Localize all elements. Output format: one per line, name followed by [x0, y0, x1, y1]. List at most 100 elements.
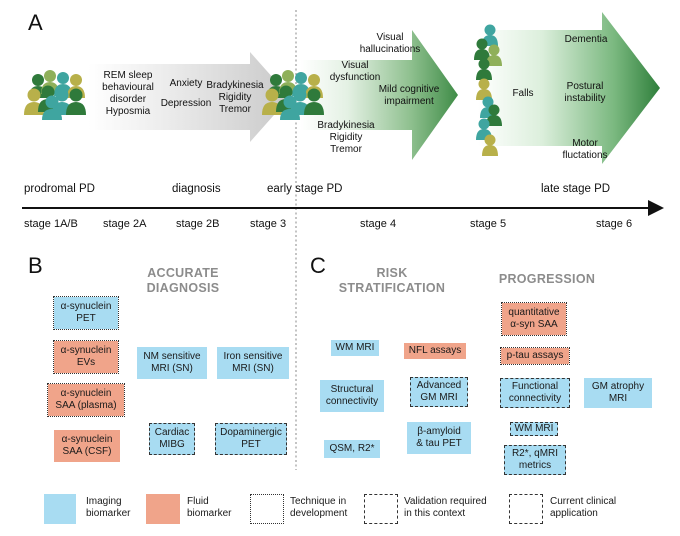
box-label: Dopaminergic [220, 427, 282, 438]
diagnosis-symptoms-mood: Anxiety Depression [158, 78, 214, 110]
legend-imaging-swatch [44, 494, 76, 524]
legend-label: biomarker [86, 508, 131, 519]
symptom-label: fluctations [562, 150, 608, 161]
legend-val: Validation required in this context [404, 496, 514, 520]
legend-label: biomarker [187, 508, 232, 519]
box-label: Cardiac [154, 427, 190, 438]
legend-imaging: Imaging biomarker [86, 496, 146, 520]
legend-label: in this context [404, 508, 466, 519]
box-label: PET [241, 439, 261, 450]
legend-val-swatch [364, 494, 398, 524]
phase-diagnosis: diagnosis [172, 183, 221, 195]
prodromal-symptoms: REM sleep behavioural disorder Hyposmia [97, 70, 159, 118]
legend-label: Current clinical [550, 496, 617, 507]
patient-group-icon [24, 70, 86, 120]
early-symptom-hallucinations: Visual hallucinations [350, 32, 430, 56]
box-label: β-amyloid [417, 426, 461, 437]
section-progression: PROGRESSION [498, 272, 596, 286]
box-label: Functional [511, 381, 559, 392]
symptom-label: behavioural [102, 82, 154, 93]
symptom-label: disorder [109, 94, 147, 105]
box-label: α-synuclein [61, 434, 113, 445]
legend-dev: Technique in development [290, 496, 360, 520]
section-accurate-diagnosis: ACCURATE DIAGNOSIS [128, 266, 238, 296]
late-symptom-dementia: Dementia [564, 34, 608, 45]
legend-clin-swatch [509, 494, 543, 524]
box-label: quantitative [508, 307, 560, 318]
box-label: EVs [76, 357, 96, 368]
panel-label-b: B [28, 253, 43, 278]
late-symptom-postural: Postural instability [552, 81, 618, 105]
panel-label-a: A [28, 10, 43, 35]
symptom-label: dysfunction [329, 72, 381, 83]
symptom-label: Visual [341, 60, 369, 71]
section-risk-stratification: RISK STRATIFICATION [337, 266, 447, 296]
legend-clin: Current clinical application [550, 496, 650, 520]
ptau-assays-box: p-tau assays [500, 347, 570, 365]
box-label: MIBG [159, 439, 185, 450]
legend-label: Fluid [187, 496, 209, 507]
symptom-label: Rigidity [218, 92, 252, 103]
legend-label: Technique in [290, 496, 347, 507]
symptom-label: REM sleep [103, 70, 153, 81]
symptom-label: Tremor [219, 104, 251, 115]
wm-mri-progression-box: WM MRI [510, 422, 558, 436]
box-label: α-synuclein [60, 345, 112, 356]
stage-label: stage 5 [470, 218, 507, 230]
legend-label: Validation required [404, 496, 487, 507]
legend-dev-swatch [250, 494, 284, 524]
prodromal-arrow [88, 52, 290, 142]
box-label: connectivity [508, 393, 562, 404]
early-symptom-motor: Bradykinesia Rigidity Tremor [313, 120, 379, 156]
legend-fluid: Fluid biomarker [187, 496, 247, 520]
box-label: α-synuclein [60, 301, 112, 312]
box-label: metrics [518, 460, 552, 471]
patient-group-icon [262, 70, 324, 120]
box-label: Iron sensitive [223, 351, 283, 362]
symptom-label: Mild cognitive [378, 84, 440, 95]
symptom-label: Tremor [330, 144, 362, 155]
section-title-line: DIAGNOSIS [146, 281, 220, 295]
nfl-assays-box: NFL assays [404, 343, 466, 359]
stage-label: stage 4 [360, 218, 397, 230]
box-label: PET [76, 313, 96, 324]
phase-prodromal: prodromal PD [24, 183, 95, 195]
symptom-label: Hyposmia [105, 106, 151, 117]
patient-group-icon [474, 24, 502, 156]
symptom-label: instability [564, 93, 606, 104]
wm-mri-box: WM MRI [331, 340, 379, 356]
symptom-label: Depression [160, 98, 212, 109]
box-label: MRI (SN) [232, 363, 274, 374]
legend-label: development [290, 508, 348, 519]
box-label: NM sensitive [143, 351, 201, 362]
box-label: MRI [608, 393, 628, 404]
stage-label: stage 1A/B [24, 218, 78, 230]
section-title-line: RISK [376, 266, 408, 280]
amyloid-tau-pet-box: β-amyloid& tau PET [407, 422, 471, 454]
early-symptom-mci: Mild cognitive impairment [368, 84, 450, 108]
timeline-arrowhead [648, 200, 664, 216]
box-label: α-syn SAA [510, 319, 558, 330]
box-label: MRI (SN) [151, 363, 193, 374]
symptom-label: Rigidity [329, 132, 363, 143]
qsm-r2-box: QSM, R2* [324, 440, 380, 458]
stage-label: stage 3 [250, 218, 287, 230]
late-symptom-motor: Motor fluctations [552, 138, 618, 162]
late-symptom-falls: Falls [512, 88, 534, 99]
stage-label: stage 2A [103, 218, 147, 230]
box-label: SAA (CSF) [62, 446, 112, 457]
box-label: GM atrophy [591, 381, 645, 392]
